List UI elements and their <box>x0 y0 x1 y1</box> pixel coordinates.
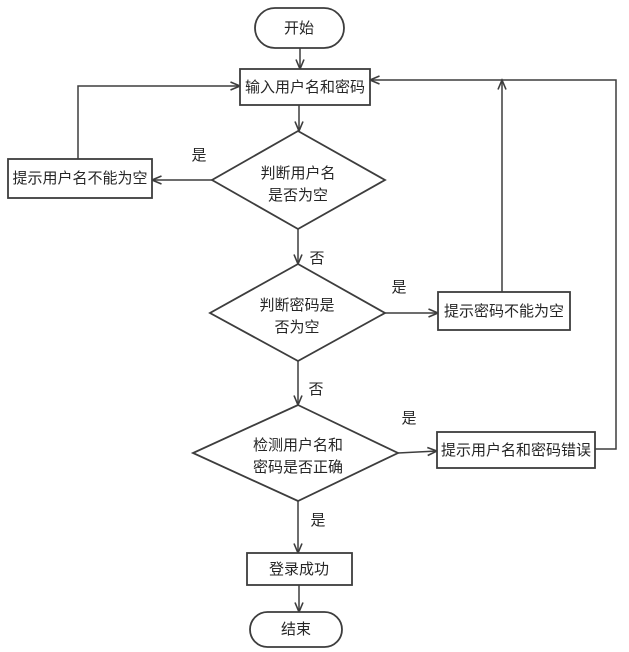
node-end-terminator <box>249 611 343 648</box>
check-correct-label-line2: 密码是否正确 <box>253 459 343 476</box>
login-success-label: 登录成功 <box>269 561 329 578</box>
node-start-terminator <box>254 7 345 49</box>
prompt-password-label: 提示密码不能为空 <box>444 303 564 320</box>
edge-label-username-empty-no: 否 <box>309 250 324 267</box>
input-label: 输入用户名和密码 <box>245 79 365 96</box>
nodes: 开始 输入用户名和密码 判断用户名 是否为空 提示用户名不能为空 判断密码是 否… <box>7 7 596 648</box>
node-input-process <box>239 68 371 106</box>
edge-label-credentials-ok: 是 <box>310 512 325 529</box>
prompt-username-label: 提示用户名不能为空 <box>12 170 147 187</box>
node-check-correct-decision <box>190 404 401 502</box>
edge-label-password-empty-no: 否 <box>308 381 323 398</box>
check-correct-label-line1: 检测用户名和 <box>253 437 343 454</box>
start-label: 开始 <box>284 20 314 37</box>
check-password-label-line2: 否为空 <box>274 319 319 336</box>
node-check-username-decision <box>210 129 387 231</box>
check-username-label-line2: 是否为空 <box>268 187 328 204</box>
node-login-success-process <box>246 552 353 586</box>
edge-check-correct-to-prompt-error <box>397 451 437 453</box>
check-password-label-line1: 判断密码是 <box>259 297 334 314</box>
node-prompt-username-process <box>7 158 153 199</box>
edges <box>77 48 617 612</box>
node-check-password-decision <box>208 262 387 363</box>
edge-labels: 是 否 是 否 是 是 <box>191 147 416 529</box>
end-label: 结束 <box>281 621 311 638</box>
node-prompt-error-process <box>436 431 596 469</box>
prompt-error-label: 提示用户名和密码错误 <box>441 442 591 459</box>
check-username-label-line1: 判断用户名 <box>260 165 335 182</box>
edge-prompt-error-loop-to-input <box>370 80 617 450</box>
edge-label-password-empty-yes: 是 <box>391 279 406 296</box>
edge-label-credentials-wrong: 是 <box>401 410 416 427</box>
edge-label-username-empty-yes: 是 <box>191 147 206 164</box>
node-prompt-password-process <box>437 291 571 331</box>
edge-prompt-username-loop-to-input <box>77 86 240 159</box>
